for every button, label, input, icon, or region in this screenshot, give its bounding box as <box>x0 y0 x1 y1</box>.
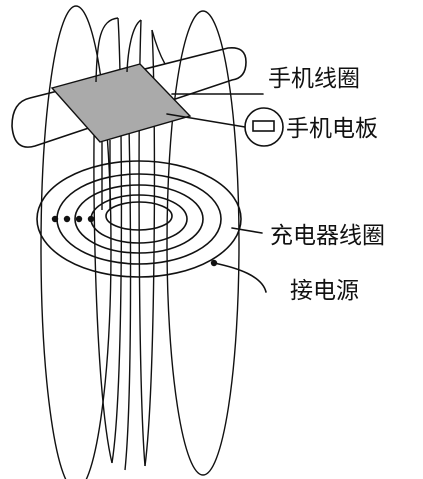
label-phone-coil: 手机线圈 <box>268 66 360 92</box>
leader-lines <box>166 93 267 293</box>
label-charger-coil: 充电器线圈 <box>270 223 385 249</box>
phone-coil <box>50 63 192 143</box>
leader-power-source <box>213 262 267 293</box>
coil-conductor-dots <box>51 215 95 223</box>
field-line-inner-2 <box>111 17 123 464</box>
field-line-outer-left <box>40 5 112 479</box>
label-phone-board: 手机电板 <box>286 116 378 142</box>
field-lines-top-arches <box>95 17 166 83</box>
leader-charger-coil <box>231 227 263 234</box>
leader-phone-board <box>166 113 246 128</box>
phone-body <box>11 46 247 148</box>
field-line-outer-right <box>166 10 240 476</box>
phone-battery-board <box>244 107 284 147</box>
label-power-source: 接电源 <box>290 278 359 304</box>
